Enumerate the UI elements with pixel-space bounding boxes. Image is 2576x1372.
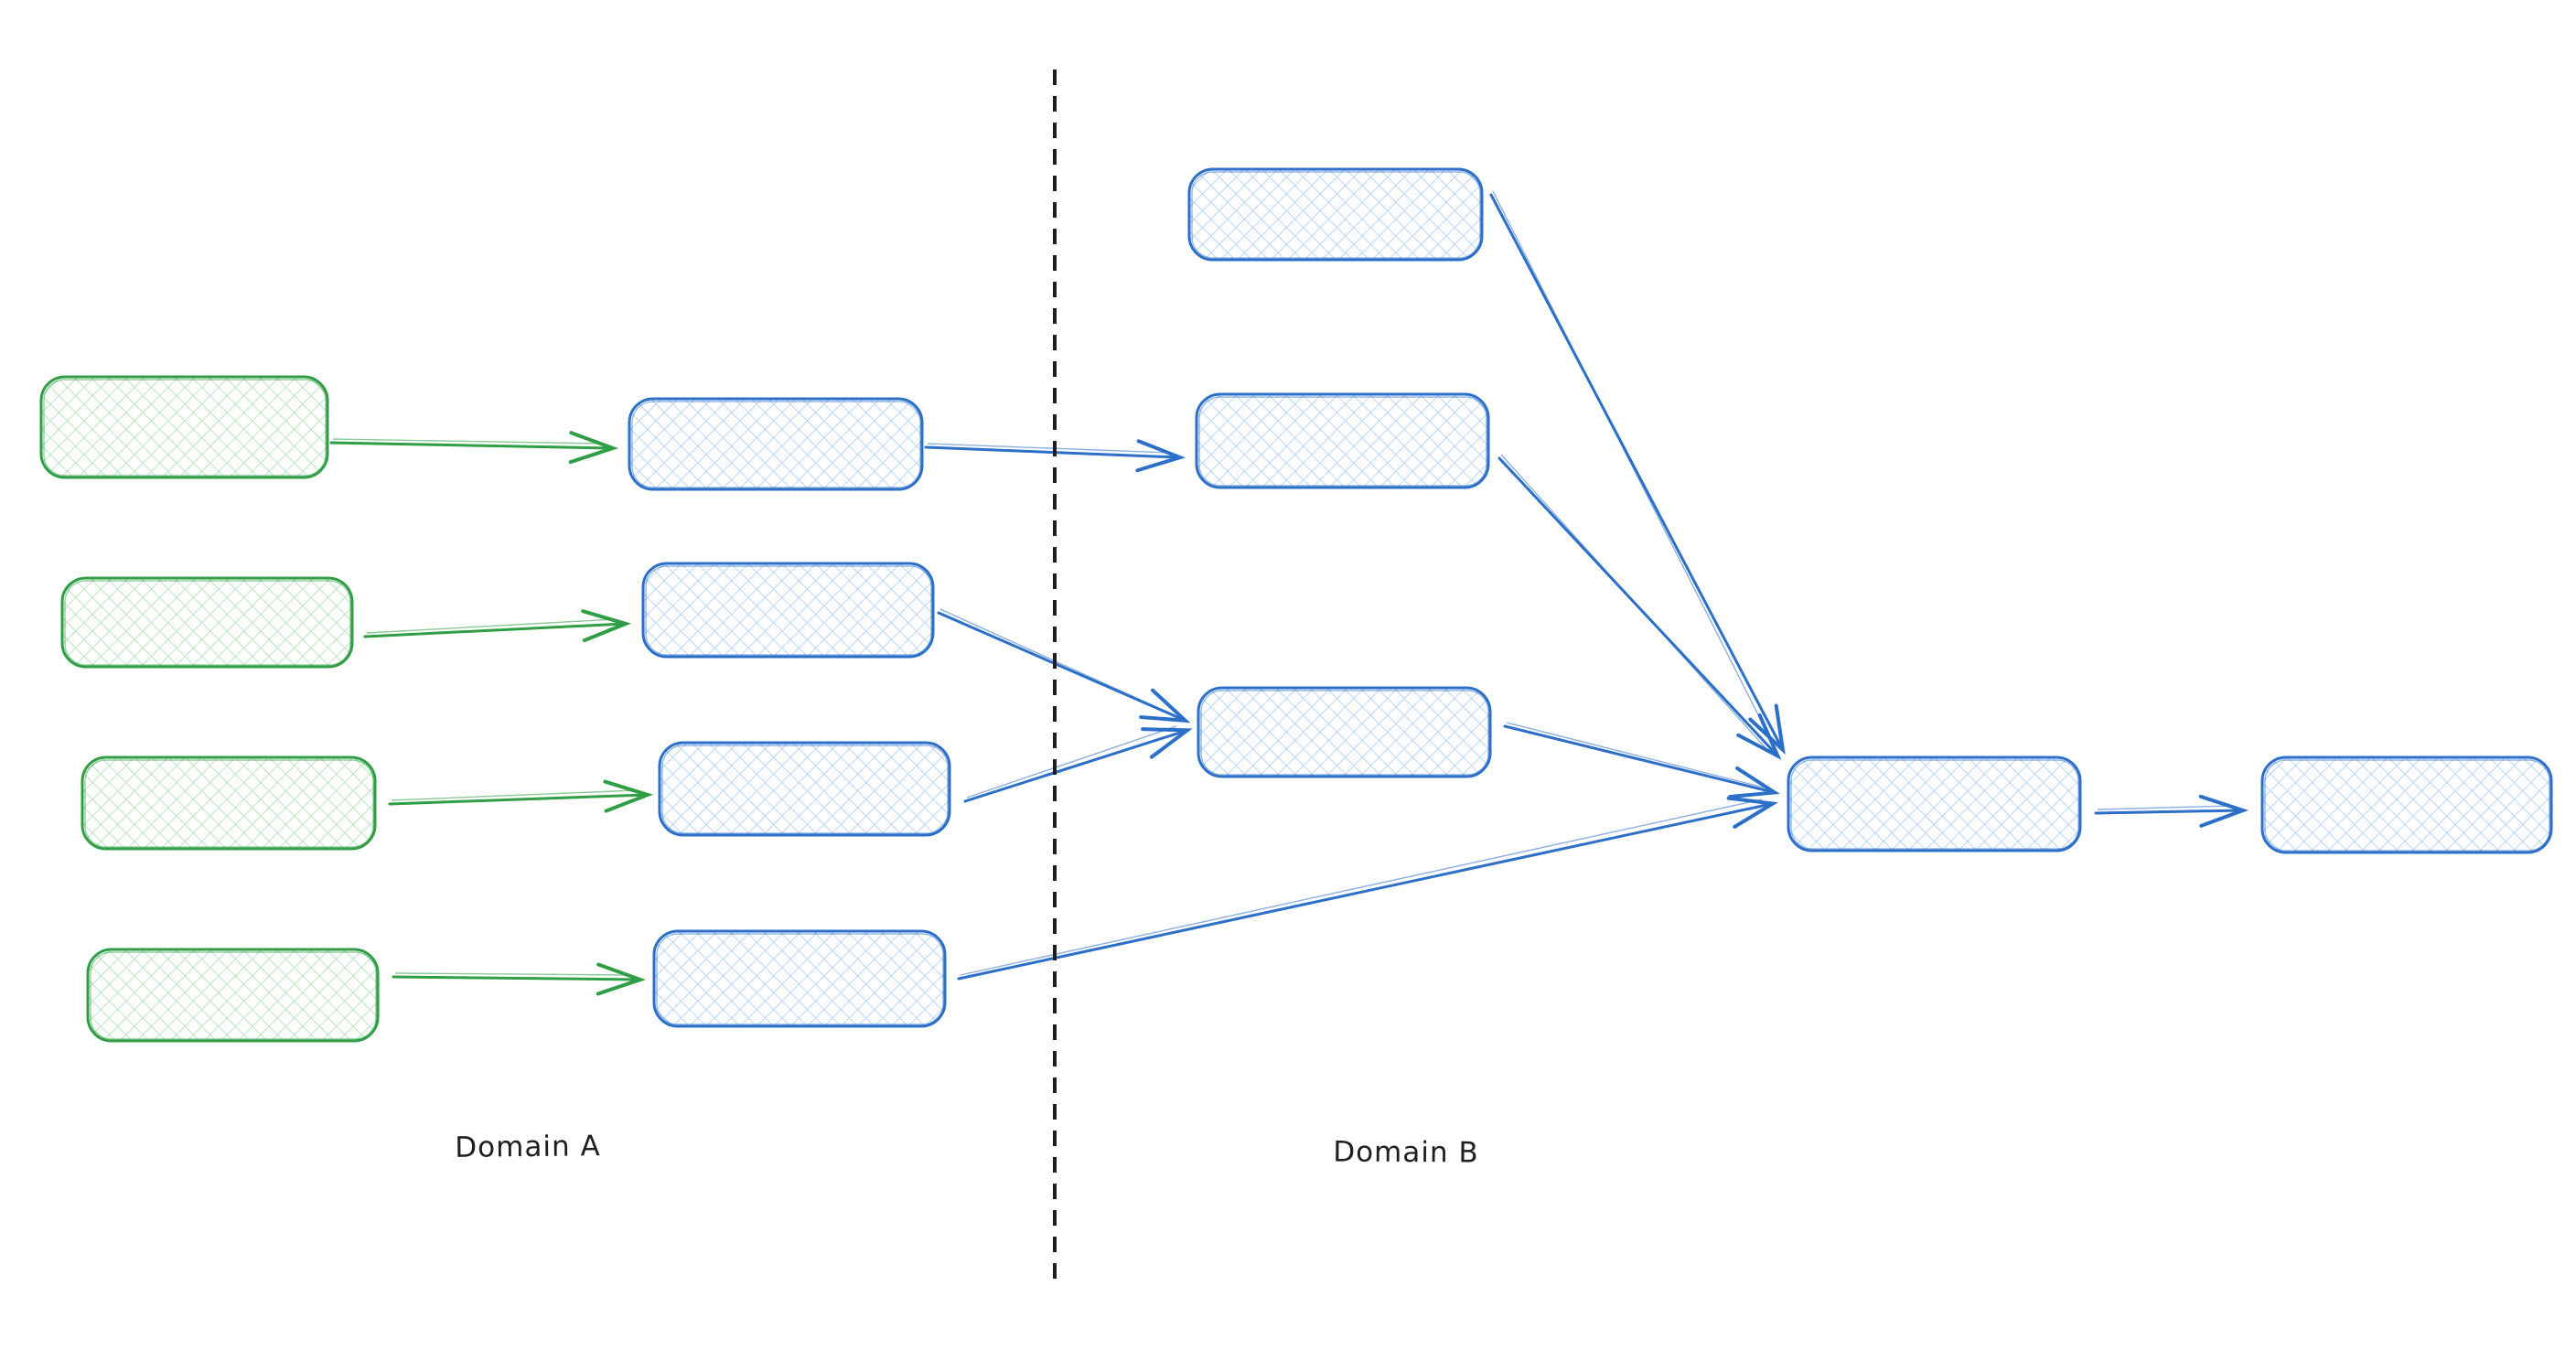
node-rect-sketch <box>645 565 932 656</box>
edge-line <box>388 795 646 804</box>
node-rect <box>80 756 377 851</box>
node-a-source-3[interactable] <box>80 756 377 851</box>
node-b-out[interactable] <box>2260 756 2553 854</box>
node-rect-sketch <box>64 580 351 666</box>
edge-line <box>1503 724 1773 792</box>
node-rect-sketch <box>43 379 327 477</box>
node-b-hub[interactable] <box>1787 756 2082 852</box>
edge-a-mid-1--b-in-2[interactable] <box>924 443 1178 457</box>
node-rect <box>1197 686 1492 778</box>
edge-a-source-1--a-mid-1[interactable] <box>329 438 611 448</box>
node-rect <box>86 948 380 1043</box>
edge-line <box>329 443 611 448</box>
edge-line <box>2094 810 2241 813</box>
edge-a-mid-4--b-hub[interactable] <box>957 799 1771 981</box>
node-rect-sketch <box>631 401 921 488</box>
node-rect <box>2260 756 2553 854</box>
edge-line <box>924 447 1178 457</box>
node-rect <box>60 576 354 669</box>
node-a-source-2[interactable] <box>60 576 354 669</box>
domain-b-label[interactable]: Domain B <box>1333 1135 1479 1170</box>
edge-line <box>963 731 1186 803</box>
node-rect-sketch <box>1790 759 2079 850</box>
edge-b-in-3--b-hub[interactable] <box>1503 722 1773 792</box>
edge-sketch-line <box>1506 722 1765 788</box>
edge-sketch-line <box>332 438 603 445</box>
edge-sketch-line <box>394 972 630 976</box>
node-a-mid-1[interactable] <box>628 397 924 491</box>
node-a-mid-4[interactable] <box>652 929 947 1028</box>
edge-a-mid-3--b-in-3[interactable] <box>963 725 1186 803</box>
node-rect <box>1187 167 1484 262</box>
node-rect <box>628 397 924 491</box>
node-b-in-2[interactable] <box>1195 392 1490 489</box>
edge-a-mid-2--b-in-3[interactable] <box>937 608 1184 720</box>
node-rect-sketch <box>1191 171 1481 259</box>
edge-sketch-line <box>966 725 1177 799</box>
node-rect-sketch <box>656 933 944 1025</box>
node-rect <box>652 929 947 1028</box>
node-rect-sketch <box>661 745 949 834</box>
edge-line <box>937 611 1184 720</box>
edge-a-source-4--a-mid-4[interactable] <box>392 972 639 980</box>
edge-b-in-2--b-hub[interactable] <box>1497 454 1776 755</box>
edge-a-source-3--a-mid-3[interactable] <box>388 789 646 804</box>
node-rect <box>39 375 329 479</box>
edge-line <box>1489 193 1782 748</box>
node-rect <box>1195 392 1490 489</box>
edge-sketch-line <box>960 799 1763 976</box>
node-rect-sketch <box>84 759 374 848</box>
edge-b-hub--b-out[interactable] <box>2094 805 2241 813</box>
edge-sketch-line <box>927 443 1170 454</box>
node-rect <box>641 562 935 659</box>
edge-line <box>392 977 639 980</box>
edge-line <box>363 624 624 637</box>
edge-a-source-2--a-mid-2[interactable] <box>363 618 624 637</box>
nodes-layer <box>39 167 2553 1043</box>
node-rect-sketch <box>2264 759 2550 852</box>
edge-line <box>957 804 1771 981</box>
node-b-in-1[interactable] <box>1187 167 1484 262</box>
edge-sketch-line <box>2097 805 2233 810</box>
edge-sketch-line <box>391 789 638 801</box>
edge-b-in-1--b-hub[interactable] <box>1489 190 1782 748</box>
domain-a-label[interactable]: Domain A <box>455 1130 601 1164</box>
node-rect-sketch <box>1198 396 1487 487</box>
node-rect-sketch <box>90 951 377 1040</box>
node-a-mid-2[interactable] <box>641 562 935 659</box>
node-rect-sketch <box>1200 690 1489 776</box>
node-b-in-3[interactable] <box>1197 686 1492 778</box>
edge-line <box>1497 456 1776 755</box>
node-a-source-1[interactable] <box>39 375 329 479</box>
edge-sketch-line <box>366 618 616 634</box>
edges-layer <box>329 190 2241 981</box>
node-a-mid-3[interactable] <box>658 741 951 837</box>
node-rect <box>1787 756 2082 852</box>
node-a-source-4[interactable] <box>86 948 380 1043</box>
node-rect <box>658 741 951 837</box>
